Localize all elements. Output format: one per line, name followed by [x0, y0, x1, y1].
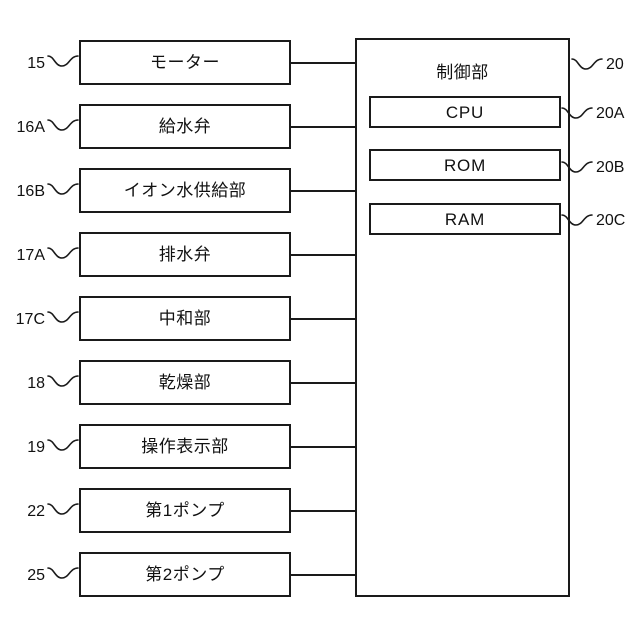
- block-operation-display-label: 操作表示部: [141, 437, 229, 456]
- ref-numeral-18: 18: [27, 375, 45, 392]
- ref-numeral-15: 15: [27, 55, 45, 72]
- block-neutralizer-label: 中和部: [158, 309, 212, 328]
- block-water-supply-valve-label: 給水弁: [158, 117, 212, 136]
- block-second-pump[interactable]: 第2ポンプ: [79, 552, 291, 597]
- module-cpu-label: CPU: [445, 102, 485, 122]
- block-first-pump-label: 第1ポンプ: [145, 501, 225, 520]
- block-dryer-label: 乾燥部: [158, 373, 212, 392]
- module-rom-label: ROM: [443, 155, 487, 175]
- block-drain-valve-label: 排水弁: [158, 245, 212, 264]
- module-cpu[interactable]: CPU: [369, 96, 561, 128]
- control-unit-panel[interactable]: 制御部 CPU ROM RAM: [355, 38, 570, 597]
- block-first-pump[interactable]: 第1ポンプ: [79, 488, 291, 533]
- connector-first-pump: [291, 510, 355, 512]
- block-operation-display[interactable]: 操作表示部: [79, 424, 291, 469]
- leader-line-18: [47, 372, 79, 392]
- ref-numeral-17A: 17A: [16, 247, 45, 264]
- block-motor-label: モーター: [150, 53, 220, 72]
- connector-neutralizer: [291, 318, 355, 320]
- ref-numeral-22: 22: [27, 503, 45, 520]
- connector-motor: [291, 62, 355, 64]
- leader-line-17C: [47, 308, 79, 328]
- block-drain-valve[interactable]: 排水弁: [79, 232, 291, 277]
- ref-numeral-20: 20: [606, 56, 624, 73]
- ref-numeral-16B: 16B: [16, 183, 45, 200]
- leader-line-17A: [47, 244, 79, 264]
- block-neutralizer[interactable]: 中和部: [79, 296, 291, 341]
- block-ionized-water-supply[interactable]: イオン水供給部: [79, 168, 291, 213]
- module-ram-label: RAM: [444, 209, 486, 229]
- leader-line-16B: [47, 180, 79, 200]
- block-motor[interactable]: モーター: [79, 40, 291, 85]
- leader-line-19: [47, 436, 79, 456]
- ref-numeral-25: 25: [27, 567, 45, 584]
- connector-water-supply-valve: [291, 126, 355, 128]
- ref-numeral-20C: 20C: [596, 212, 626, 229]
- leader-line-16A: [47, 116, 79, 136]
- connector-dryer: [291, 382, 355, 384]
- leader-line-22: [47, 500, 79, 520]
- leader-line-15: [47, 52, 79, 72]
- control-unit-title: 制御部: [436, 63, 489, 82]
- ref-numeral-17C: 17C: [15, 311, 45, 328]
- ref-numeral-16A: 16A: [16, 119, 45, 136]
- block-second-pump-label: 第2ポンプ: [145, 565, 225, 584]
- connector-ionized-water-supply: [291, 190, 355, 192]
- block-water-supply-valve[interactable]: 給水弁: [79, 104, 291, 149]
- leader-line-20: [571, 55, 603, 75]
- block-dryer[interactable]: 乾燥部: [79, 360, 291, 405]
- leader-line-25: [47, 564, 79, 584]
- ref-numeral-20A: 20A: [596, 105, 625, 122]
- ref-numeral-20B: 20B: [596, 159, 625, 176]
- connector-second-pump: [291, 574, 355, 576]
- ref-numeral-19: 19: [27, 439, 45, 456]
- module-ram[interactable]: RAM: [369, 203, 561, 235]
- block-ionized-water-supply-label: イオン水供給部: [123, 181, 247, 200]
- connector-operation-display: [291, 446, 355, 448]
- module-rom[interactable]: ROM: [369, 149, 561, 181]
- connector-drain-valve: [291, 254, 355, 256]
